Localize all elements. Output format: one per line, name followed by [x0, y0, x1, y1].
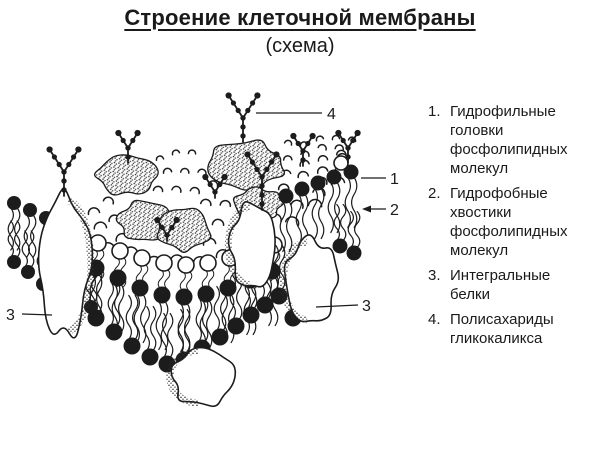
legend-text: Гидрофобные хвостики фосфолипидных молек… [450, 185, 568, 259]
hydrophilic-head [242, 306, 260, 324]
hydrophilic-head [294, 181, 310, 197]
hydrophilic-head [256, 296, 274, 314]
legend-number: 1. [428, 103, 441, 120]
hydrophilic-head [141, 348, 159, 366]
title-block: Строение клеточной мембраны (схема) [0, 5, 600, 58]
hydrophilic-head [332, 238, 348, 254]
hydrophilic-head [343, 164, 359, 180]
callout-2-label: 2 [390, 202, 399, 219]
hydrophilic-head-open [177, 256, 195, 274]
hydrophilic-head [175, 288, 193, 306]
legend-text: Полисахариды гликокаликса [450, 311, 554, 347]
glycocalyx-trees [46, 92, 361, 242]
hydrophilic-head [346, 245, 362, 261]
hydrophilic-head [23, 203, 37, 217]
page-subtitle: (схема) [265, 35, 335, 57]
hydrophilic-head [21, 265, 35, 279]
legend-number: 3. [428, 267, 441, 284]
hydrophilic-head-open [111, 242, 129, 260]
legend-item-4: 4. Полисахариды гликокаликса [428, 310, 596, 348]
legend-item-2: 2. Гидрофобные хвостики фосфолипидных мо… [428, 184, 596, 260]
hydrophilic-head [109, 269, 127, 287]
legend-number: 4. [428, 311, 441, 328]
hydrophilic-head [326, 169, 342, 185]
hydrophilic-head [197, 285, 215, 303]
callout-3-left-label: 3 [6, 307, 15, 324]
legend-number: 2. [428, 185, 441, 202]
legend: 1. Гидрофильные головки фосфолипидных мо… [428, 102, 596, 354]
hydrophilic-head [123, 337, 141, 355]
callout-4-label: 4 [327, 106, 336, 123]
hydrophilic-head-open [133, 249, 151, 267]
hydrophilic-head [131, 279, 149, 297]
hydrophilic-head [153, 286, 171, 304]
hydrophilic-head [105, 323, 123, 341]
hydrophilic-head [7, 255, 21, 269]
hydrophilic-head [227, 317, 245, 335]
hydrophilic-head [278, 188, 294, 204]
legend-item-3: 3. Интегральные белки [428, 266, 596, 304]
legend-text: Гидрофильные головки фосфолипидных молек… [450, 103, 568, 177]
hydrophilic-head [211, 328, 229, 346]
integral-proteins [37, 188, 340, 408]
legend-item-1: 1. Гидрофильные головки фосфолипидных мо… [428, 102, 596, 178]
hydrophilic-head [87, 309, 105, 327]
hydrophilic-head [219, 279, 237, 297]
legend-text: Интегральные белки [450, 267, 551, 303]
page-title: Строение клеточной мембраны [124, 5, 476, 30]
hydrophilic-head [310, 175, 326, 191]
callout-3-right-label: 3 [362, 298, 371, 315]
diagram-callouts: 4 1 2 3 3 [6, 106, 399, 324]
hydrophilic-head [7, 196, 21, 210]
callout-1-label: 1 [390, 171, 399, 188]
hydrophilic-head-open [155, 254, 173, 272]
hydrophilic-head-open [199, 254, 217, 272]
